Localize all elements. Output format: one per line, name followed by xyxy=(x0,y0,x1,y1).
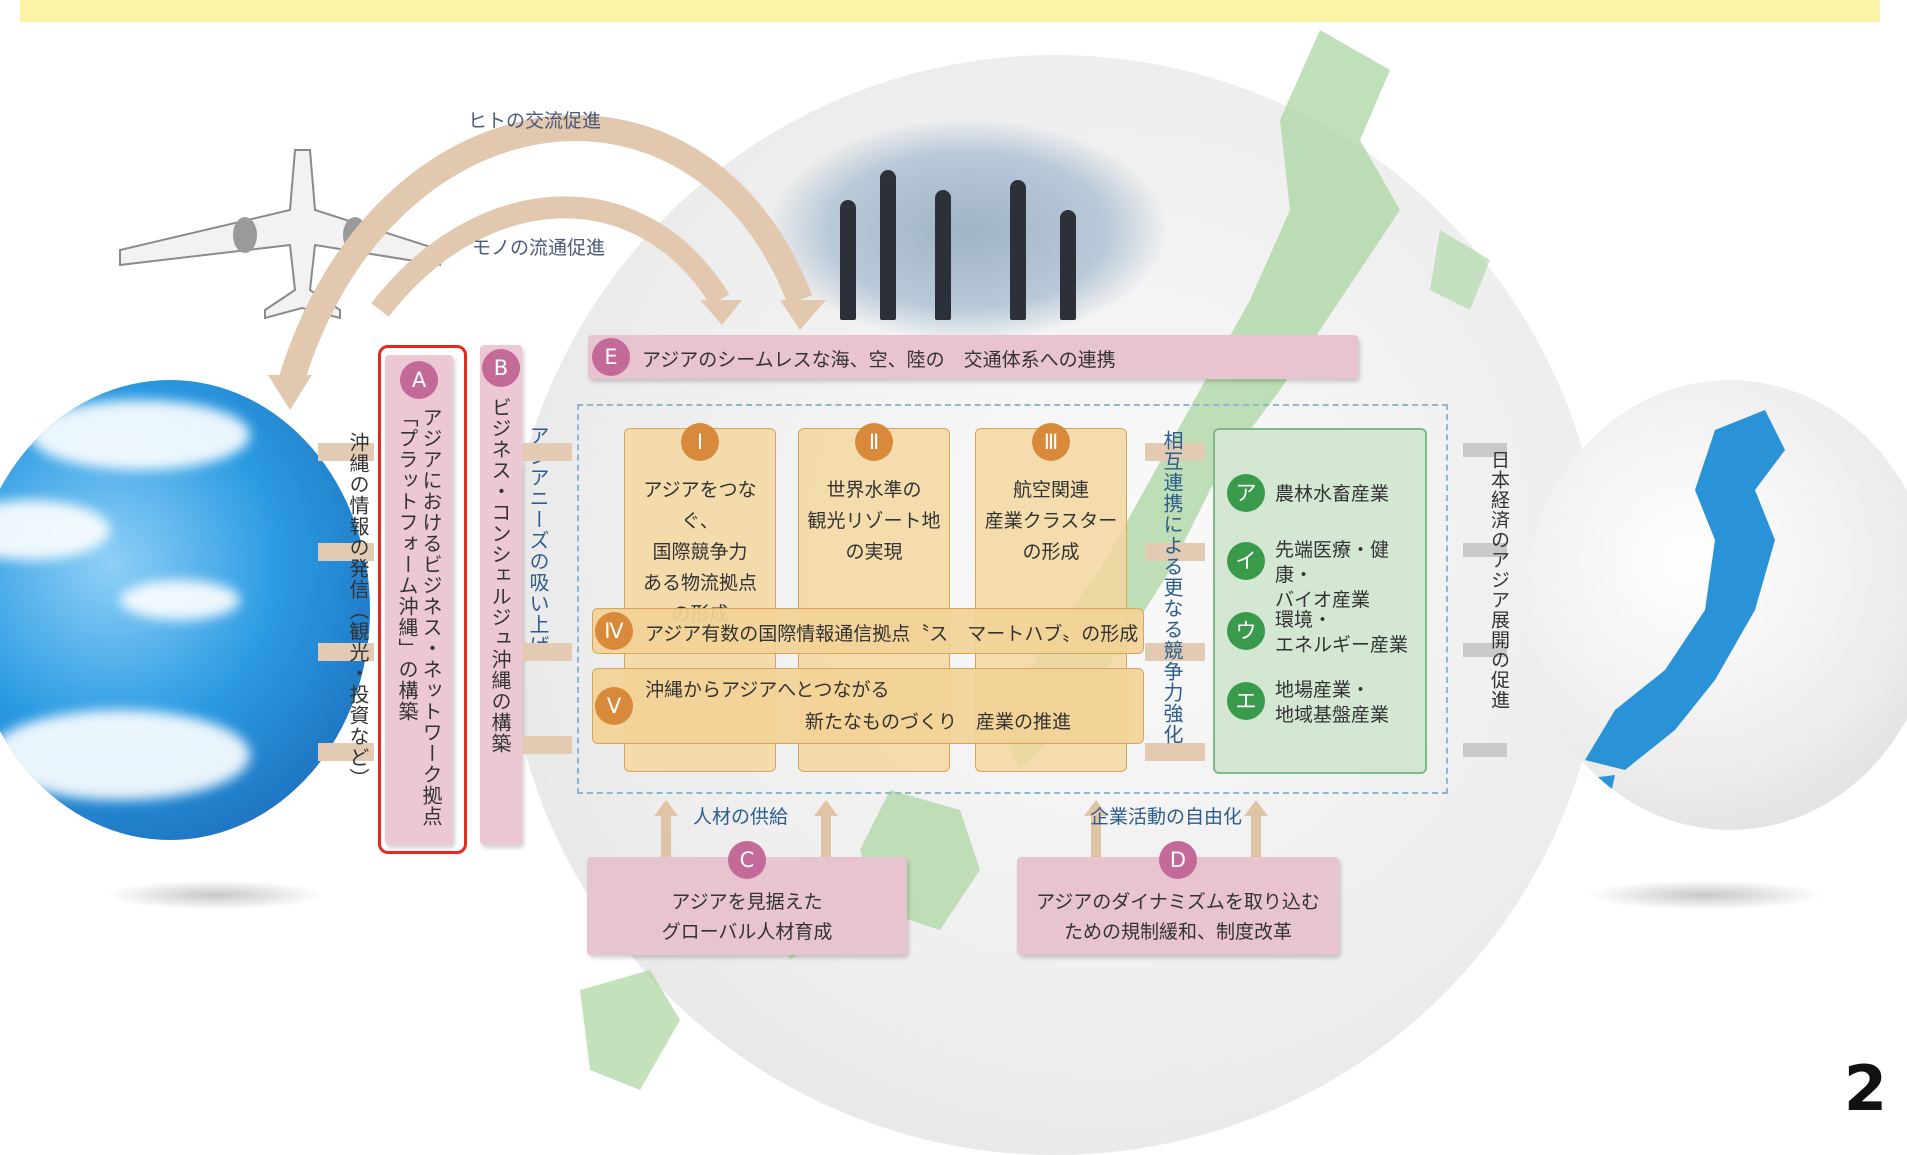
strategy-1-line: 国際競争力 xyxy=(652,541,748,563)
asia-needs-label: アジアニーズの吸い上げ xyxy=(526,425,550,656)
left-double-arrow xyxy=(318,643,374,661)
d-badge: D xyxy=(1159,841,1197,879)
industry-1-badge: ア xyxy=(1227,474,1265,512)
strategy-1-text: アジアをつなぐ、 国際競争力 ある物流拠点 の形成 xyxy=(625,475,775,630)
c-badge: C xyxy=(728,841,766,879)
strategy-4-bar: Ⅳ アジア有数の国際情報通信拠点〝ス マートハブ〟の形成 xyxy=(592,608,1144,654)
strategy-1-line: アジアをつなぐ、 xyxy=(643,479,757,532)
industry-2-line: 先端医療・健康・ xyxy=(1275,539,1390,586)
industry-2-badge: イ xyxy=(1227,542,1265,580)
strategy-5-line2: 新たなものづくり 産業の推進 xyxy=(805,711,1072,733)
right-arrow xyxy=(522,736,572,754)
strategy-5-line1: 沖縄からアジアへとつながる xyxy=(645,679,890,701)
up-arrow-stem xyxy=(1091,815,1101,860)
talent-supply-label: 人材の供給 xyxy=(693,806,789,828)
left-double-arrow xyxy=(318,443,374,461)
e-bar: E アジアのシームレスな海、空、陸の 交通体系への連携 xyxy=(588,335,1358,379)
left-double-arrow xyxy=(318,543,374,561)
up-arrow xyxy=(654,800,678,816)
industry-3-line: 環境・ xyxy=(1275,609,1333,631)
d-line2: ための規制緩和、制度改革 xyxy=(1063,921,1292,943)
strategy-3-line: 産業クラスター xyxy=(984,510,1118,532)
strategy-3-text: 航空関連 産業クラスター の形成 xyxy=(976,475,1126,568)
people-flow-label: ヒトの交流促進 xyxy=(468,110,602,132)
industry-4-line: 地場産業・ xyxy=(1275,679,1371,701)
strategy-2-line: 観光リゾート地 xyxy=(807,510,941,532)
left-double-arrow xyxy=(318,743,374,761)
c-line1: アジアを見据えた xyxy=(671,891,823,913)
strategy-3-line: の形成 xyxy=(1022,541,1080,563)
industry-3-text: 環境・ エネルギー産業 xyxy=(1275,608,1408,658)
industry-1-line: 農林水畜産業 xyxy=(1275,483,1390,505)
industries-panel: ア 農林水畜産業 イ 先端医療・健康・ バイオ産業 ウ 環境・ エネルギー産業 … xyxy=(1213,428,1427,774)
d-line1: アジアのダイナミズムを取り込む xyxy=(1036,891,1320,913)
business-liberalization-label: 企業活動の自由化 xyxy=(1090,806,1243,828)
pillar-b: B ビジネス・コンシェルジュ沖縄の構築 xyxy=(480,345,522,845)
strategy-3-line: 航空関連 xyxy=(1012,479,1089,501)
industry-1-text: 農林水畜産業 xyxy=(1275,482,1389,507)
asia-globe xyxy=(0,380,370,840)
japan-economy-label: 日本経済のアジア展開の促進 xyxy=(1488,450,1510,710)
c-box: C アジアを見据えた グローバル人材育成 xyxy=(587,841,907,955)
japan-arrow xyxy=(1463,743,1507,757)
right-arrow xyxy=(522,443,572,461)
strategy-4-text: アジア有数の国際情報通信拠点〝ス マートハブ〟の形成 xyxy=(645,623,1139,645)
japan-arrow xyxy=(1463,643,1507,657)
asia-globe-shadow xyxy=(105,880,325,910)
page-number: 2 xyxy=(1843,1052,1887,1125)
up-arrow-stem xyxy=(661,815,671,860)
up-arrow-stem xyxy=(821,815,831,860)
strategy-1-line: ある物流拠点 xyxy=(642,572,757,594)
industry-3-badge: ウ xyxy=(1227,612,1265,650)
strategy-2-line: 世界水準の xyxy=(826,479,922,501)
pillar-a-badge: A xyxy=(400,361,438,399)
d-box: D アジアのダイナミズムを取り込む ための規制緩和、制度改革 xyxy=(1017,841,1339,955)
pillar-b-text: ビジネス・コンシェルジュ沖縄の構築 xyxy=(488,397,512,754)
industry-2-line: バイオ産業 xyxy=(1275,589,1371,611)
mutual-arrow xyxy=(1145,643,1205,661)
mutual-arrow xyxy=(1145,743,1205,761)
strategy-2-text: 世界水準の 観光リゾート地 の実現 xyxy=(799,475,949,568)
strategy-2-line: の実現 xyxy=(845,541,903,563)
e-text: アジアのシームレスな海、空、陸の 交通体系への連携 xyxy=(642,349,1116,371)
e-badge: E xyxy=(592,338,630,376)
industry-4-badge: エ xyxy=(1227,682,1265,720)
strategy-container xyxy=(577,404,1448,794)
industry-2-text: 先端医療・健康・ バイオ産業 xyxy=(1275,538,1425,613)
industry-4-text: 地場産業・ 地域基盤産業 xyxy=(1275,678,1389,728)
right-arrow xyxy=(522,643,572,661)
up-arrow xyxy=(814,800,838,816)
strategy-1-badge: Ⅰ xyxy=(681,423,719,461)
mutual-arrow xyxy=(1145,443,1205,461)
strategy-2-badge: Ⅱ xyxy=(855,423,893,461)
top-banner xyxy=(20,0,1880,22)
up-arrow xyxy=(1244,800,1268,816)
japan-arrow xyxy=(1463,543,1507,557)
pillar-a: A アジアにおけるビジネス・ネットワーク拠点「プラットフォーム沖縄」の構築 xyxy=(385,355,453,845)
up-arrow xyxy=(1084,800,1108,816)
industry-3-line: エネルギー産業 xyxy=(1275,634,1409,656)
c-line2: グローバル人材育成 xyxy=(661,921,833,943)
strategy-3-badge: Ⅲ xyxy=(1032,423,1070,461)
mutual-cooperation-label: 相互連携による更なる競争力強化 xyxy=(1160,430,1184,745)
pillar-a-text: アジアにおけるビジネス・ネットワーク拠点「プラットフォーム沖縄」の構築 xyxy=(395,407,443,827)
info-dissemination-label: 沖縄の情報の発信（観光・投資など） xyxy=(346,432,370,789)
business-people-photo xyxy=(770,120,1165,340)
japan-globe-shadow xyxy=(1585,880,1825,910)
japan-globe xyxy=(1525,380,1907,830)
mutual-arrow xyxy=(1145,543,1205,561)
pillar-a-highlight xyxy=(378,345,467,854)
strategy-4-badge: Ⅳ xyxy=(595,612,633,650)
up-arrow-stem xyxy=(1251,815,1261,860)
strategy-5-bar: Ⅴ 沖縄からアジアへとつながる 新たなものづくり 産業の推進 xyxy=(592,668,1144,744)
pillar-b-badge: B xyxy=(482,349,520,387)
strategy-5-badge: Ⅴ xyxy=(595,687,633,725)
industry-4-line: 地域基盤産業 xyxy=(1275,704,1390,726)
goods-flow-label: モノの流通促進 xyxy=(472,237,606,259)
japan-arrow xyxy=(1463,443,1507,457)
